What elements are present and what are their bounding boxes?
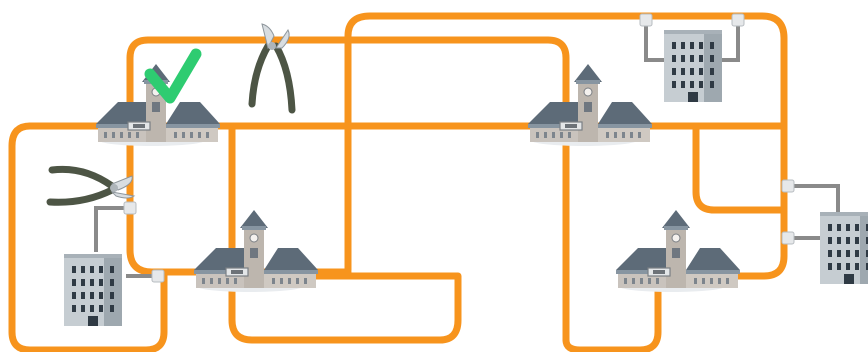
cable-segment — [562, 268, 662, 352]
building-left[interactable] — [64, 254, 122, 326]
station-bottom-left[interactable] — [193, 209, 319, 293]
cable-segment — [126, 36, 234, 276]
building-right[interactable] — [820, 212, 868, 284]
building-top[interactable] — [664, 30, 722, 102]
connector-cables — [94, 20, 840, 278]
cable-segment — [344, 12, 788, 280]
connector-plugs[interactable] — [123, 13, 795, 283]
pliers-icon[interactable] — [248, 23, 296, 114]
cable-segment — [224, 36, 570, 344]
cable-segment — [692, 122, 788, 214]
checkmark-icon — [144, 48, 202, 104]
cutting-pliers-icon[interactable] — [46, 165, 136, 206]
cable-segment — [8, 122, 168, 352]
station-top-right[interactable] — [527, 63, 653, 147]
cable-segment — [228, 268, 462, 344]
station-bottom-right[interactable] — [615, 209, 741, 293]
